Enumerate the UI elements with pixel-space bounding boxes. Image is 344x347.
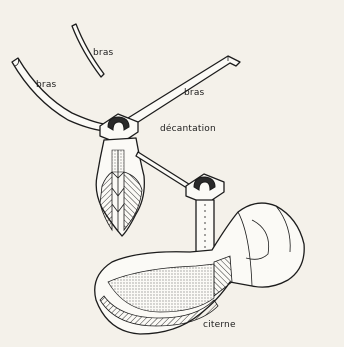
label-citerne: citerne (203, 320, 236, 330)
label-bras-left: bras (36, 80, 56, 90)
label-decantation: décantation (160, 124, 216, 134)
bras-left-channel (12, 58, 104, 131)
label-bras-top: bras (93, 48, 113, 58)
label-bras-right: bras (184, 88, 204, 98)
